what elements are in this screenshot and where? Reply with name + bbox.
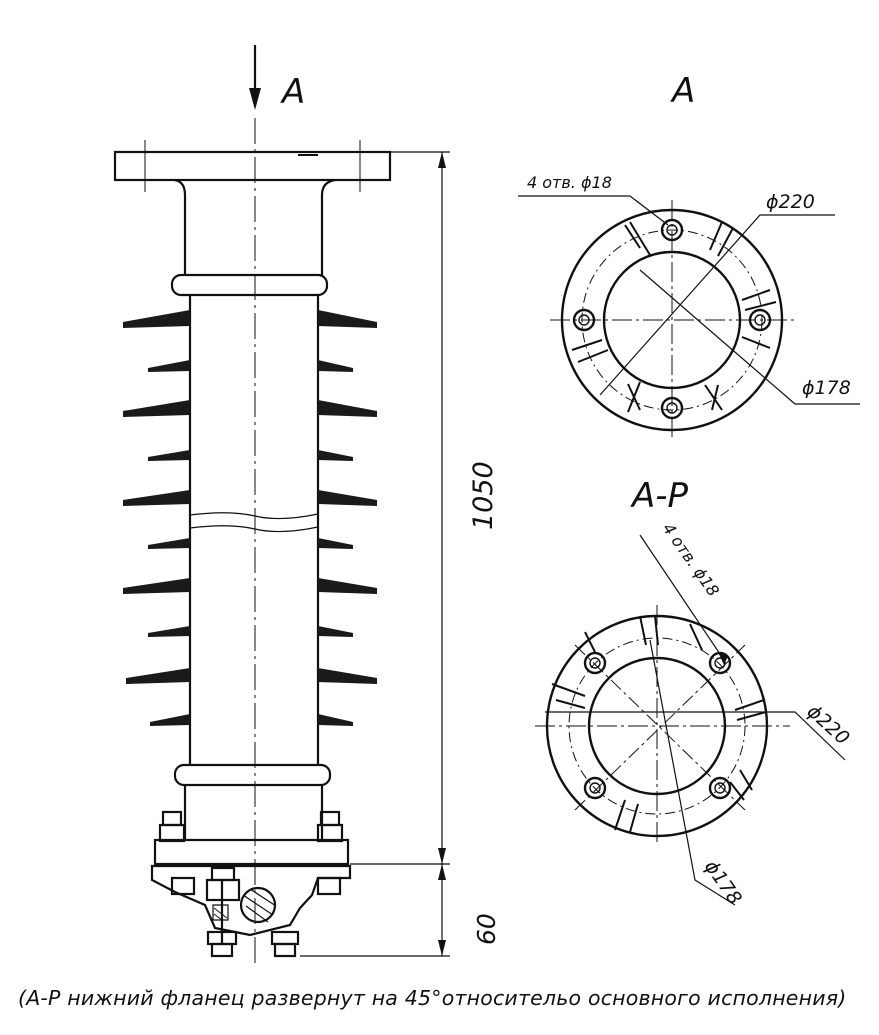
bottom-hole-4 (583, 776, 607, 800)
small-shed-4 (148, 626, 353, 637)
top-flange (113, 150, 392, 182)
large-shed-2 (123, 400, 377, 417)
top-flange-view (518, 195, 860, 440)
top-neck (174, 178, 336, 275)
top-od-label: ϕ220 (766, 191, 815, 213)
top-holes-leader (518, 195, 669, 226)
bottom-hole-1 (583, 651, 607, 675)
lower-collar (173, 763, 332, 787)
bottom-flange-view (535, 534, 846, 906)
bottom-od-label: ϕ220 (803, 700, 854, 749)
upper-collar (170, 273, 329, 297)
view-arrow-head (249, 88, 261, 110)
large-shed-3 (123, 490, 377, 506)
bottom-hole-3 (708, 776, 732, 800)
sheds (123, 310, 377, 726)
bottom-flange (153, 838, 350, 866)
clamp-body (150, 864, 352, 937)
top-bc-label: ϕ178 (802, 377, 851, 399)
insulator-side-view (113, 45, 392, 965)
bottom-bc-label: ϕ178 (700, 856, 746, 909)
large-shed-4 (123, 578, 377, 594)
bottom-bc-leader (649, 639, 736, 906)
bottom-view-title: A-P (630, 476, 689, 516)
small-shed-2 (148, 450, 353, 461)
top-bc-leader (639, 269, 860, 405)
top-od-leader (599, 214, 835, 396)
bottom-holes-label: 4 отв. ϕ18 (659, 519, 723, 599)
top-holes-label: 4 отв. ϕ18 (527, 173, 612, 192)
dim-label-60: 60 (472, 913, 501, 945)
small-shed-1 (148, 360, 353, 372)
break-line (189, 512, 319, 533)
view-arrow-label: A (280, 72, 305, 112)
large-shed-1 (123, 310, 377, 328)
bottom-od-leader (545, 711, 846, 761)
small-shed-5 (150, 714, 353, 726)
bottom-holes-leader (639, 534, 725, 661)
side-dimensions (300, 151, 450, 957)
large-shed-5 (126, 668, 377, 684)
small-shed-3 (148, 538, 353, 549)
top-view-title: A (670, 71, 695, 111)
dim-label-1050: 1050 (468, 461, 499, 530)
drawing-caption: (А-Р нижний фланец развернут на 45°относ… (18, 986, 847, 1010)
